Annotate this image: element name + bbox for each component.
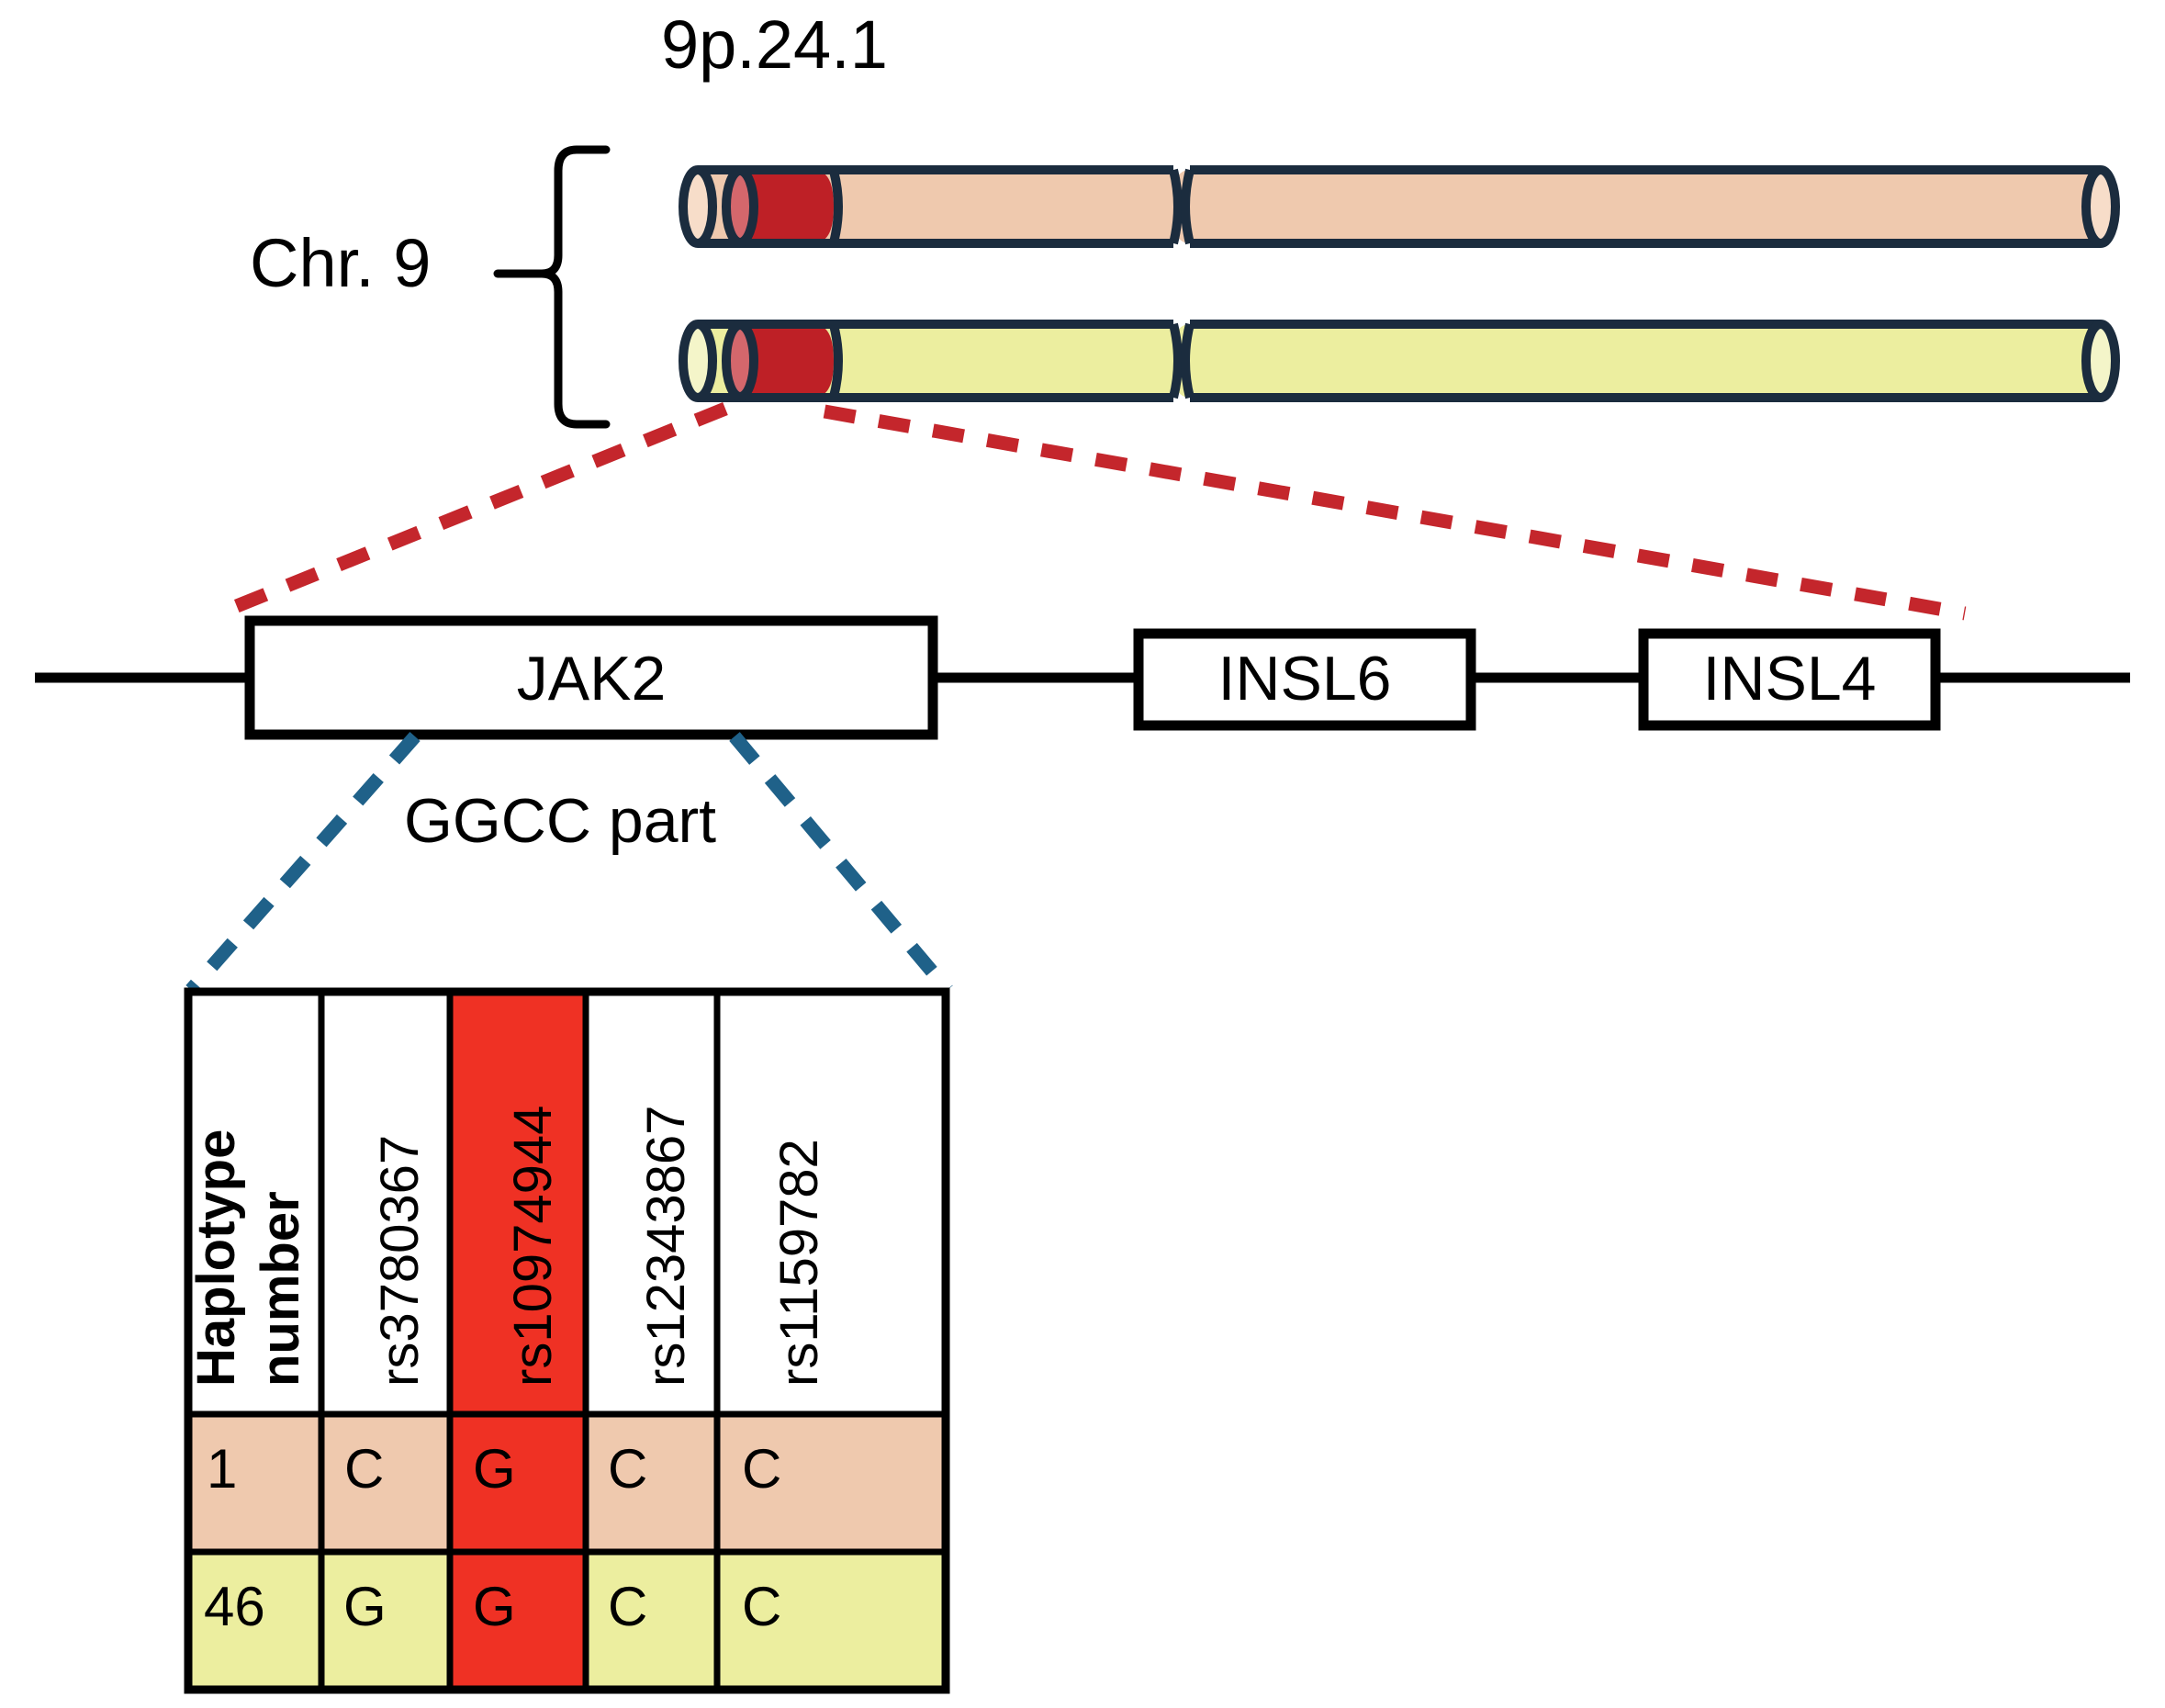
cytoband-label: 9p.24.1 [661, 6, 888, 83]
cell-text: 1 [207, 1438, 237, 1500]
cell-text: C [742, 1576, 781, 1637]
header-label-rs10974944: rs10974944 [503, 1106, 563, 1387]
chromosome-haplotype-1 [679, 165, 2120, 248]
table-row: 1 C G C C [185, 1410, 949, 1556]
gene-box-insl4: INSL4 [1638, 628, 1941, 731]
gene-box-jak2: JAK2 [244, 615, 938, 740]
chromosome-haplotype-46 [679, 320, 2120, 402]
cell-bg [185, 1410, 325, 1556]
header-label-rs12343867: rs12343867 [636, 1106, 696, 1387]
header-cell-rs10974944 [446, 988, 589, 1418]
ggcc-part-label: GGCC part [404, 786, 717, 856]
gene-label-insl4: INSL4 [1703, 644, 1877, 714]
chromosome-label: Chr. 9 [250, 225, 432, 301]
zoom-connector-blue [185, 732, 953, 994]
cell-bg-highlight [446, 1548, 589, 1693]
gene-label-insl6: INSL6 [1218, 644, 1392, 714]
header-label-rs1159782: rs1159782 [769, 1139, 829, 1387]
cell-text: 46 [204, 1576, 265, 1637]
cell-bg [713, 1548, 949, 1693]
cell-text: C [608, 1438, 647, 1500]
header-cell-rs12343867 [582, 988, 721, 1418]
cell-bg [713, 1410, 949, 1556]
cell-bg-highlight [446, 1410, 589, 1556]
table-row: 46 G G C C [185, 1548, 949, 1693]
cell-bg [582, 1548, 721, 1693]
header-cell-rs1159782 [713, 988, 949, 1418]
header-label-haplotype-line1: Haplotype [186, 1129, 246, 1387]
cell-text: C [608, 1576, 647, 1637]
table-outer-border [184, 987, 950, 1694]
cell-text: C [742, 1438, 781, 1500]
zoom-connector-red [216, 402, 1967, 621]
cell-text: G [343, 1576, 387, 1637]
gene-label-jak2: JAK2 [517, 644, 667, 714]
cell-text: G [473, 1576, 516, 1637]
chromosome-brace [493, 145, 611, 429]
cell-text: G [473, 1438, 516, 1500]
cell-bg [582, 1410, 721, 1556]
cell-text: C [344, 1438, 384, 1500]
cell-bg [318, 1548, 454, 1693]
gene-box-insl6: INSL6 [1133, 628, 1476, 731]
cell-bg [318, 1410, 454, 1556]
haplotype-table: Haplotype number rs3780367 rs10974944 rs… [184, 987, 950, 1694]
header-label-haplotype-line2: number [251, 1191, 310, 1387]
header-label-rs3780367: rs3780367 [370, 1135, 430, 1387]
